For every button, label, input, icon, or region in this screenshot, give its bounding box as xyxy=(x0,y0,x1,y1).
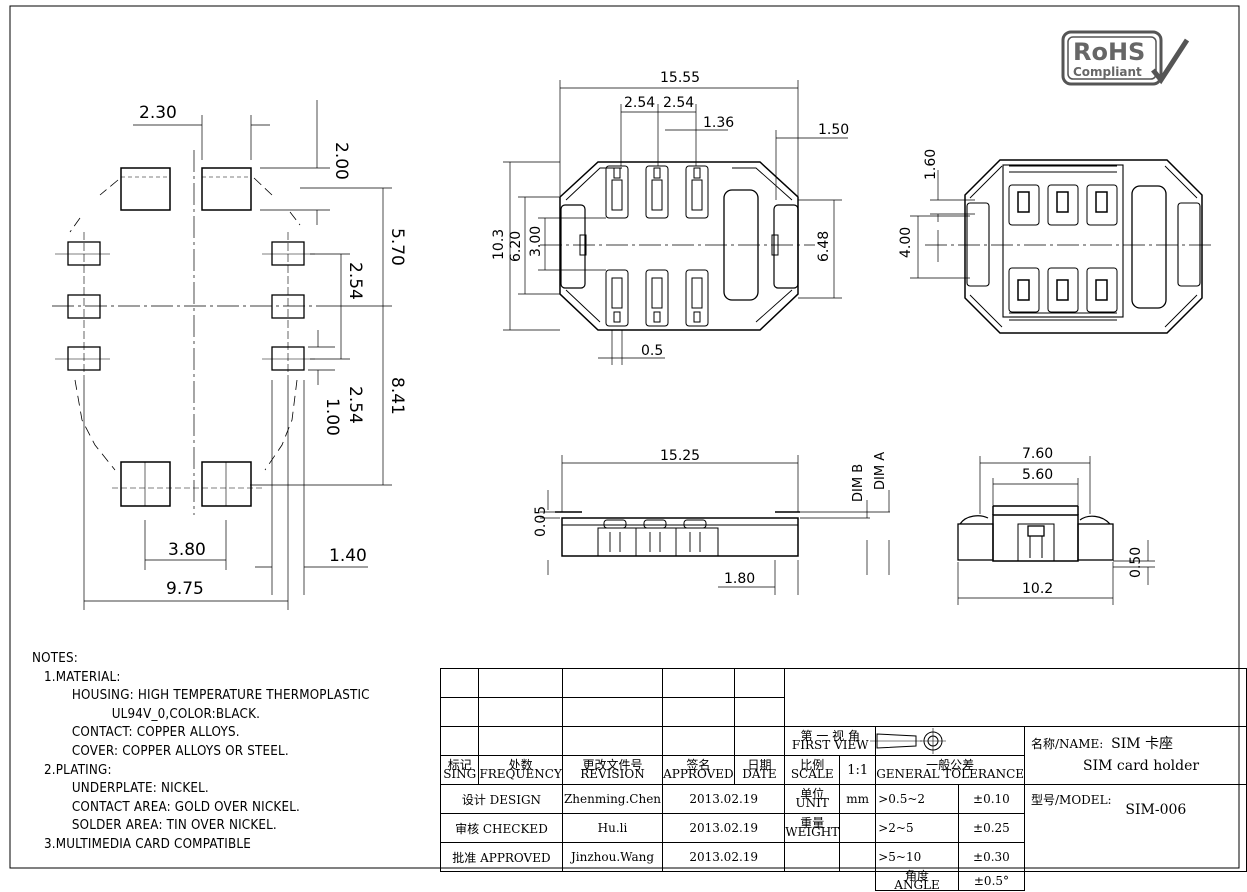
revision-header: 更改文件号 REVISION xyxy=(561,755,664,785)
angle-header: 角度 ANGLE xyxy=(875,870,959,891)
frequency-header: 处数 FREQUENCY xyxy=(478,755,563,785)
notes-line: HOUSING: HIGH TEMPERATURE THERMOPLASTIC xyxy=(32,688,370,704)
dim-6-20: 6.20 xyxy=(508,231,524,262)
tol-range-3: >5~10 xyxy=(875,842,959,872)
notes-line: COVER: COPPER ALLOYS OR STEEL. xyxy=(32,743,289,759)
top-view-dims: 15.55 2.54 2.54 1.36 1.50 10.3 6.20 3.00… xyxy=(491,70,849,359)
first-view-label: 第 一 视 角 FIRST VIEW xyxy=(784,726,877,756)
dim-0-50: 0.50 xyxy=(1128,547,1144,578)
title-block: 第 一 视 角 FIRST VIEW 名称/NAME: SIM 卡座 SIM c… xyxy=(439,668,1247,891)
dim-6-48: 6.48 xyxy=(816,231,832,262)
date-header: 日期 DATE xyxy=(733,755,786,785)
dim-2-54-bottom: 2.54 xyxy=(345,386,365,424)
top-view xyxy=(503,80,848,365)
dim-10-2: 10.2 xyxy=(1022,581,1053,597)
dim-2-54-a: 2.54 xyxy=(624,95,655,111)
part-name-en: SIM card holder xyxy=(1083,758,1200,774)
dim-15-55: 15.55 xyxy=(660,70,700,86)
dim-5-70: 5.70 xyxy=(387,228,407,266)
weight-header: 重量 WEIGHT xyxy=(784,813,841,843)
model-value: SIM-006 xyxy=(1125,802,1187,818)
compliant-text: Compliant xyxy=(1073,65,1142,79)
notes-line: 3.MULTIMEDIA CARD COMPATIBLE xyxy=(32,836,251,852)
part-name-cn: SIM 卡座 xyxy=(1111,736,1174,752)
dim-5-60: 5.60 xyxy=(1022,467,1053,483)
dim-15-25: 15.25 xyxy=(660,448,700,464)
dim-1-36: 1.36 xyxy=(703,115,734,131)
unit-header: 单位 UNIT xyxy=(784,784,841,814)
scale-value: 1:1 xyxy=(839,755,877,785)
dim-8-41: 8.41 xyxy=(387,377,407,415)
dim-2-00: 2.00 xyxy=(331,142,351,180)
dim-1-60: 1.60 xyxy=(923,149,939,180)
rohs-compliant-logo: RoHS Compliant xyxy=(1061,30,1190,86)
checked-label: 审核 CHECKED xyxy=(440,813,563,843)
tolerance-header: 一般公差 GENERAL TOLERANCE xyxy=(875,755,1026,785)
tol-range-1: >0.5~2 xyxy=(875,784,959,814)
sign-header: 标记 SING xyxy=(439,755,480,785)
side-view-dims: 15.25 0.05 1.80 DIM B DIM A xyxy=(533,448,888,587)
dim-0-05: 0.05 xyxy=(533,506,549,537)
pcb-footprint-dims: 2.30 2.00 5.70 2.54 8.41 2.54 1.00 3.80 … xyxy=(139,103,407,599)
approved-label: 批准 APPROVED xyxy=(440,842,563,872)
unit-value: mm xyxy=(839,784,877,814)
dim-4-00: 4.00 xyxy=(898,227,914,258)
checked-name: Hu.li xyxy=(561,813,664,843)
tol-value-angle: ±0.5° xyxy=(957,871,1026,891)
design-date: 2013.02.19 xyxy=(662,784,786,814)
dim-3-80: 3.80 xyxy=(168,540,206,560)
dim-2-54-b: 2.54 xyxy=(663,95,694,111)
approved-header: 签名 APPROVED xyxy=(662,755,735,785)
tol-value-1: ±0.10 xyxy=(957,784,1026,814)
dim-10-3: 10.3 xyxy=(491,229,507,260)
name-label: 名称/NAME: xyxy=(1031,737,1104,751)
dim-7-60: 7.60 xyxy=(1022,446,1053,462)
notes-line: CONTACT: COPPER ALLOYS. xyxy=(32,725,240,741)
notes-line: NOTES: xyxy=(32,651,78,666)
rohs-text: RoHS xyxy=(1073,38,1145,66)
pcb-footprint-view xyxy=(52,100,392,610)
notes-line: 2.PLATING: xyxy=(32,762,112,778)
dim-1-50: 1.50 xyxy=(818,122,849,138)
bottom-view xyxy=(910,159,1215,334)
model-label: 型号/MODEL: xyxy=(1031,793,1112,807)
approved-date: 2013.02.19 xyxy=(662,842,786,872)
dim-b-label: DIM B xyxy=(851,464,866,502)
end-view-dims: 7.60 5.60 10.2 0.50 xyxy=(1022,446,1144,597)
dim-1-80: 1.80 xyxy=(724,571,755,587)
notes-line: CONTACT AREA: GOLD OVER NICKEL. xyxy=(32,799,301,815)
notes-line: 1.MATERIAL: xyxy=(32,669,121,685)
dim-2-30: 2.30 xyxy=(139,103,177,123)
design-name: Zhenming.Chen xyxy=(561,784,664,814)
dim-2-54-top: 2.54 xyxy=(345,262,365,300)
checked-date: 2013.02.19 xyxy=(662,813,786,843)
side-view xyxy=(540,455,890,595)
design-label: 设计 DESIGN xyxy=(440,784,563,814)
dim-1-00: 1.00 xyxy=(322,398,342,436)
tol-range-2: >2~5 xyxy=(875,813,959,843)
scale-header: 比例 SCALE xyxy=(784,755,841,785)
dim-a-label: DIM A xyxy=(873,452,888,490)
dim-9-75: 9.75 xyxy=(166,579,204,599)
end-view xyxy=(957,456,1155,605)
drawing-sheet: 2.30 2.00 5.70 2.54 8.41 2.54 1.00 3.80 … xyxy=(9,5,1240,869)
dim-3-00: 3.00 xyxy=(528,226,544,257)
tol-value-3: ±0.30 xyxy=(957,842,1026,872)
dim-1-40: 1.40 xyxy=(329,546,367,566)
bottom-view-dims: 1.60 4.00 xyxy=(898,149,939,258)
notes-line: UNDERPLATE: NICKEL. xyxy=(32,781,209,797)
notes-line: UL94V_0,COLOR:BLACK. xyxy=(32,706,261,722)
dim-0-5: 0.5 xyxy=(641,343,663,359)
notes-line: SOLDER AREA: TIN OVER NICKEL. xyxy=(32,818,277,834)
tol-value-2: ±0.25 xyxy=(957,813,1026,843)
notes-block: NOTES: 1.MATERIAL: HOUSING: HIGH TEMPERA… xyxy=(32,650,370,855)
approved-name: Jinzhou.Wang xyxy=(561,842,664,872)
